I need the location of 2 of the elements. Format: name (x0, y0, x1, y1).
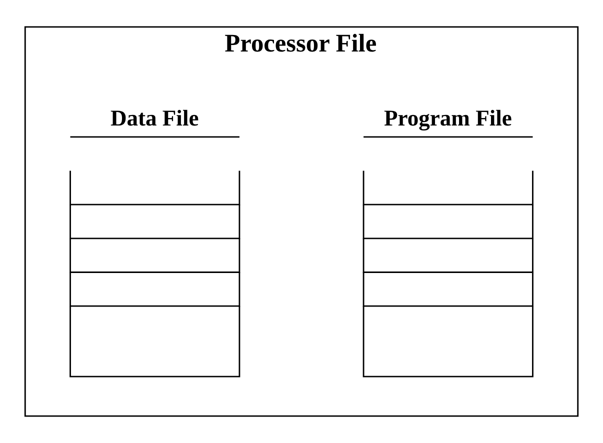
node-text: Program File (384, 105, 512, 130)
node-text: Data File (110, 105, 199, 130)
